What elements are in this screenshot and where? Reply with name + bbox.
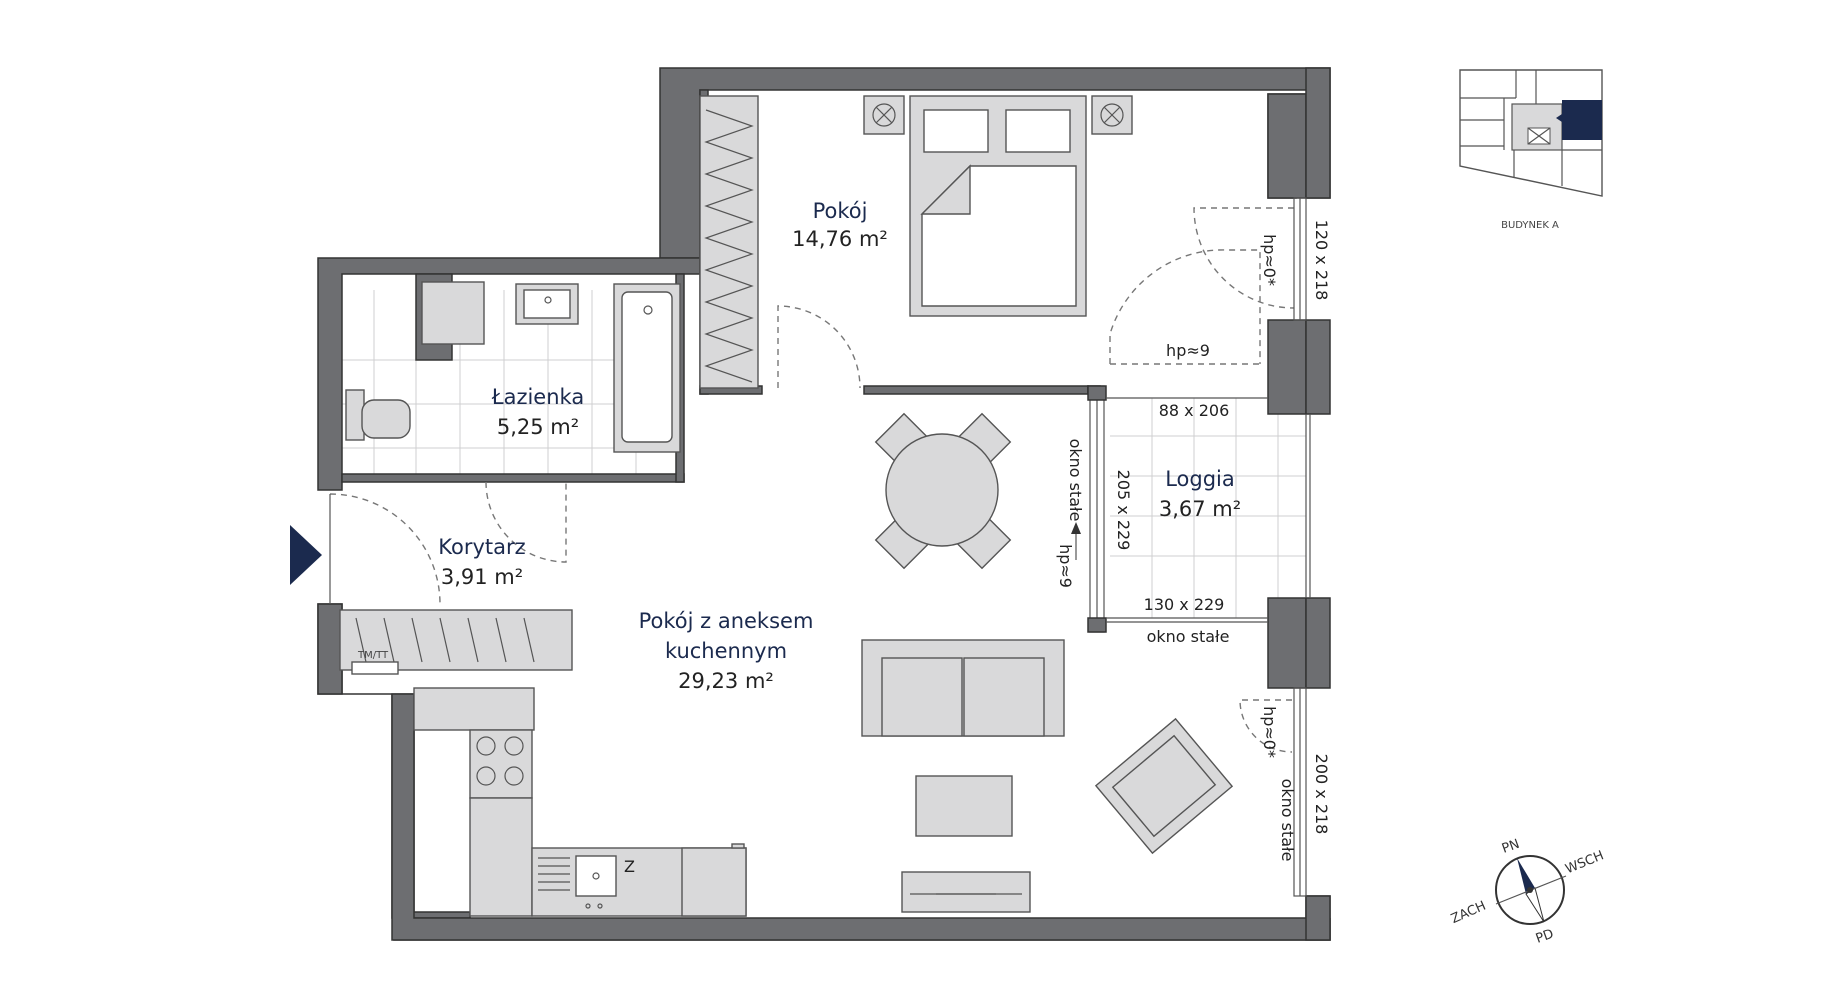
bedroom-wardrobe — [699, 95, 759, 389]
right-windows — [1293, 197, 1307, 897]
room-name-salon-line1: Pokój z aneksem — [639, 609, 814, 633]
loggia-tiles — [1110, 398, 1306, 618]
loggia-left-dim: 205 x 229 — [1114, 470, 1133, 551]
wall-right-mid-outer — [1305, 319, 1331, 415]
nightstands — [863, 95, 1133, 135]
coffee-table — [915, 775, 1013, 837]
bedroom-door-swing — [777, 305, 861, 389]
room-name-loggia: Loggia — [1165, 467, 1235, 491]
fridge — [681, 847, 747, 917]
entrance-arrow — [290, 525, 322, 585]
room-name-salon-line2: kuchennym — [665, 639, 787, 663]
sofa — [861, 639, 1065, 737]
wall-right-mid-bottom — [1267, 597, 1307, 689]
hp-top-right: hp≈0* — [1260, 234, 1279, 286]
room-name-korytarz: Korytarz — [438, 535, 525, 559]
key-plan-highlight — [1562, 100, 1602, 140]
armchair — [1094, 717, 1234, 855]
fixed-window-bottom: okno stałe — [1147, 627, 1230, 646]
window-dim-top-right: 120 x 218 — [1312, 220, 1331, 301]
double-bed — [909, 95, 1087, 317]
dining-table — [874, 412, 1012, 570]
wall-right-lower — [1305, 895, 1331, 941]
compass-north: PN — [1500, 837, 1522, 857]
compass-west: ZACH — [1449, 899, 1488, 928]
building-key-plan — [1459, 69, 1603, 197]
hp-bottom-right: hp≈0* — [1260, 706, 1279, 758]
bedroom-wall-bottom — [863, 385, 1089, 395]
loggia-door-dim: 88 x 206 — [1159, 401, 1230, 420]
installation-tag: TM/TT — [357, 650, 389, 661]
room-area-loggia: 3,67 m² — [1159, 497, 1241, 521]
fixed-window-left: okno stałe — [1066, 439, 1085, 522]
compass-east: WSCH — [1563, 848, 1606, 877]
room-area-lazienka: 5,25 m² — [497, 415, 579, 439]
kitchen-counter-left — [413, 687, 535, 731]
compass-south: PD — [1534, 927, 1556, 947]
fixed-window-right: okno stałe — [1278, 779, 1297, 862]
room-area-korytarz: 3,91 m² — [441, 565, 523, 589]
wall-right-mid-top — [1267, 319, 1307, 415]
entrance-door-swing — [329, 493, 441, 605]
bathroom-door-swing — [485, 481, 567, 563]
wall-right-top-outer — [1305, 67, 1331, 199]
fridge-symbol: Z — [624, 857, 635, 876]
loggia-glazing — [1087, 385, 1311, 633]
level-arrow — [1071, 522, 1081, 560]
loggia-door-swing — [1109, 249, 1261, 364]
wall-right-low-outer — [1305, 597, 1331, 689]
room-area-salon: 29,23 m² — [678, 669, 774, 693]
hallway-wardrobe — [339, 609, 573, 675]
kitchen-units — [413, 687, 747, 917]
hp-loggia-left: hp≈9 — [1056, 544, 1075, 588]
kitchen-counter-vertical — [469, 797, 533, 917]
compass — [1495, 855, 1567, 925]
washing-machine — [421, 281, 485, 345]
room-name-pokoj: Pokój — [813, 199, 868, 223]
bathroom-inner-wall-bottom — [341, 473, 685, 483]
kitchen-sink — [575, 855, 617, 897]
wall-right-upper — [1267, 93, 1307, 199]
bathroom-fixtures — [345, 281, 681, 453]
living-window-swing — [1239, 699, 1293, 753]
room-area-pokoj: 14,76 m² — [792, 227, 888, 251]
building-label: BUDYNEK A — [1501, 220, 1559, 231]
room-name-lazienka: Łazienka — [491, 385, 584, 409]
loggia-bottom-dim: 130 x 229 — [1144, 595, 1225, 614]
wall-left-corner — [317, 603, 343, 695]
window-dim-bottom-right: 200 x 218 — [1312, 754, 1331, 835]
hp-loggia-top: hp≈9 — [1166, 341, 1210, 360]
bedroom-window-swing — [1193, 207, 1295, 309]
tv-stand — [901, 871, 1031, 913]
